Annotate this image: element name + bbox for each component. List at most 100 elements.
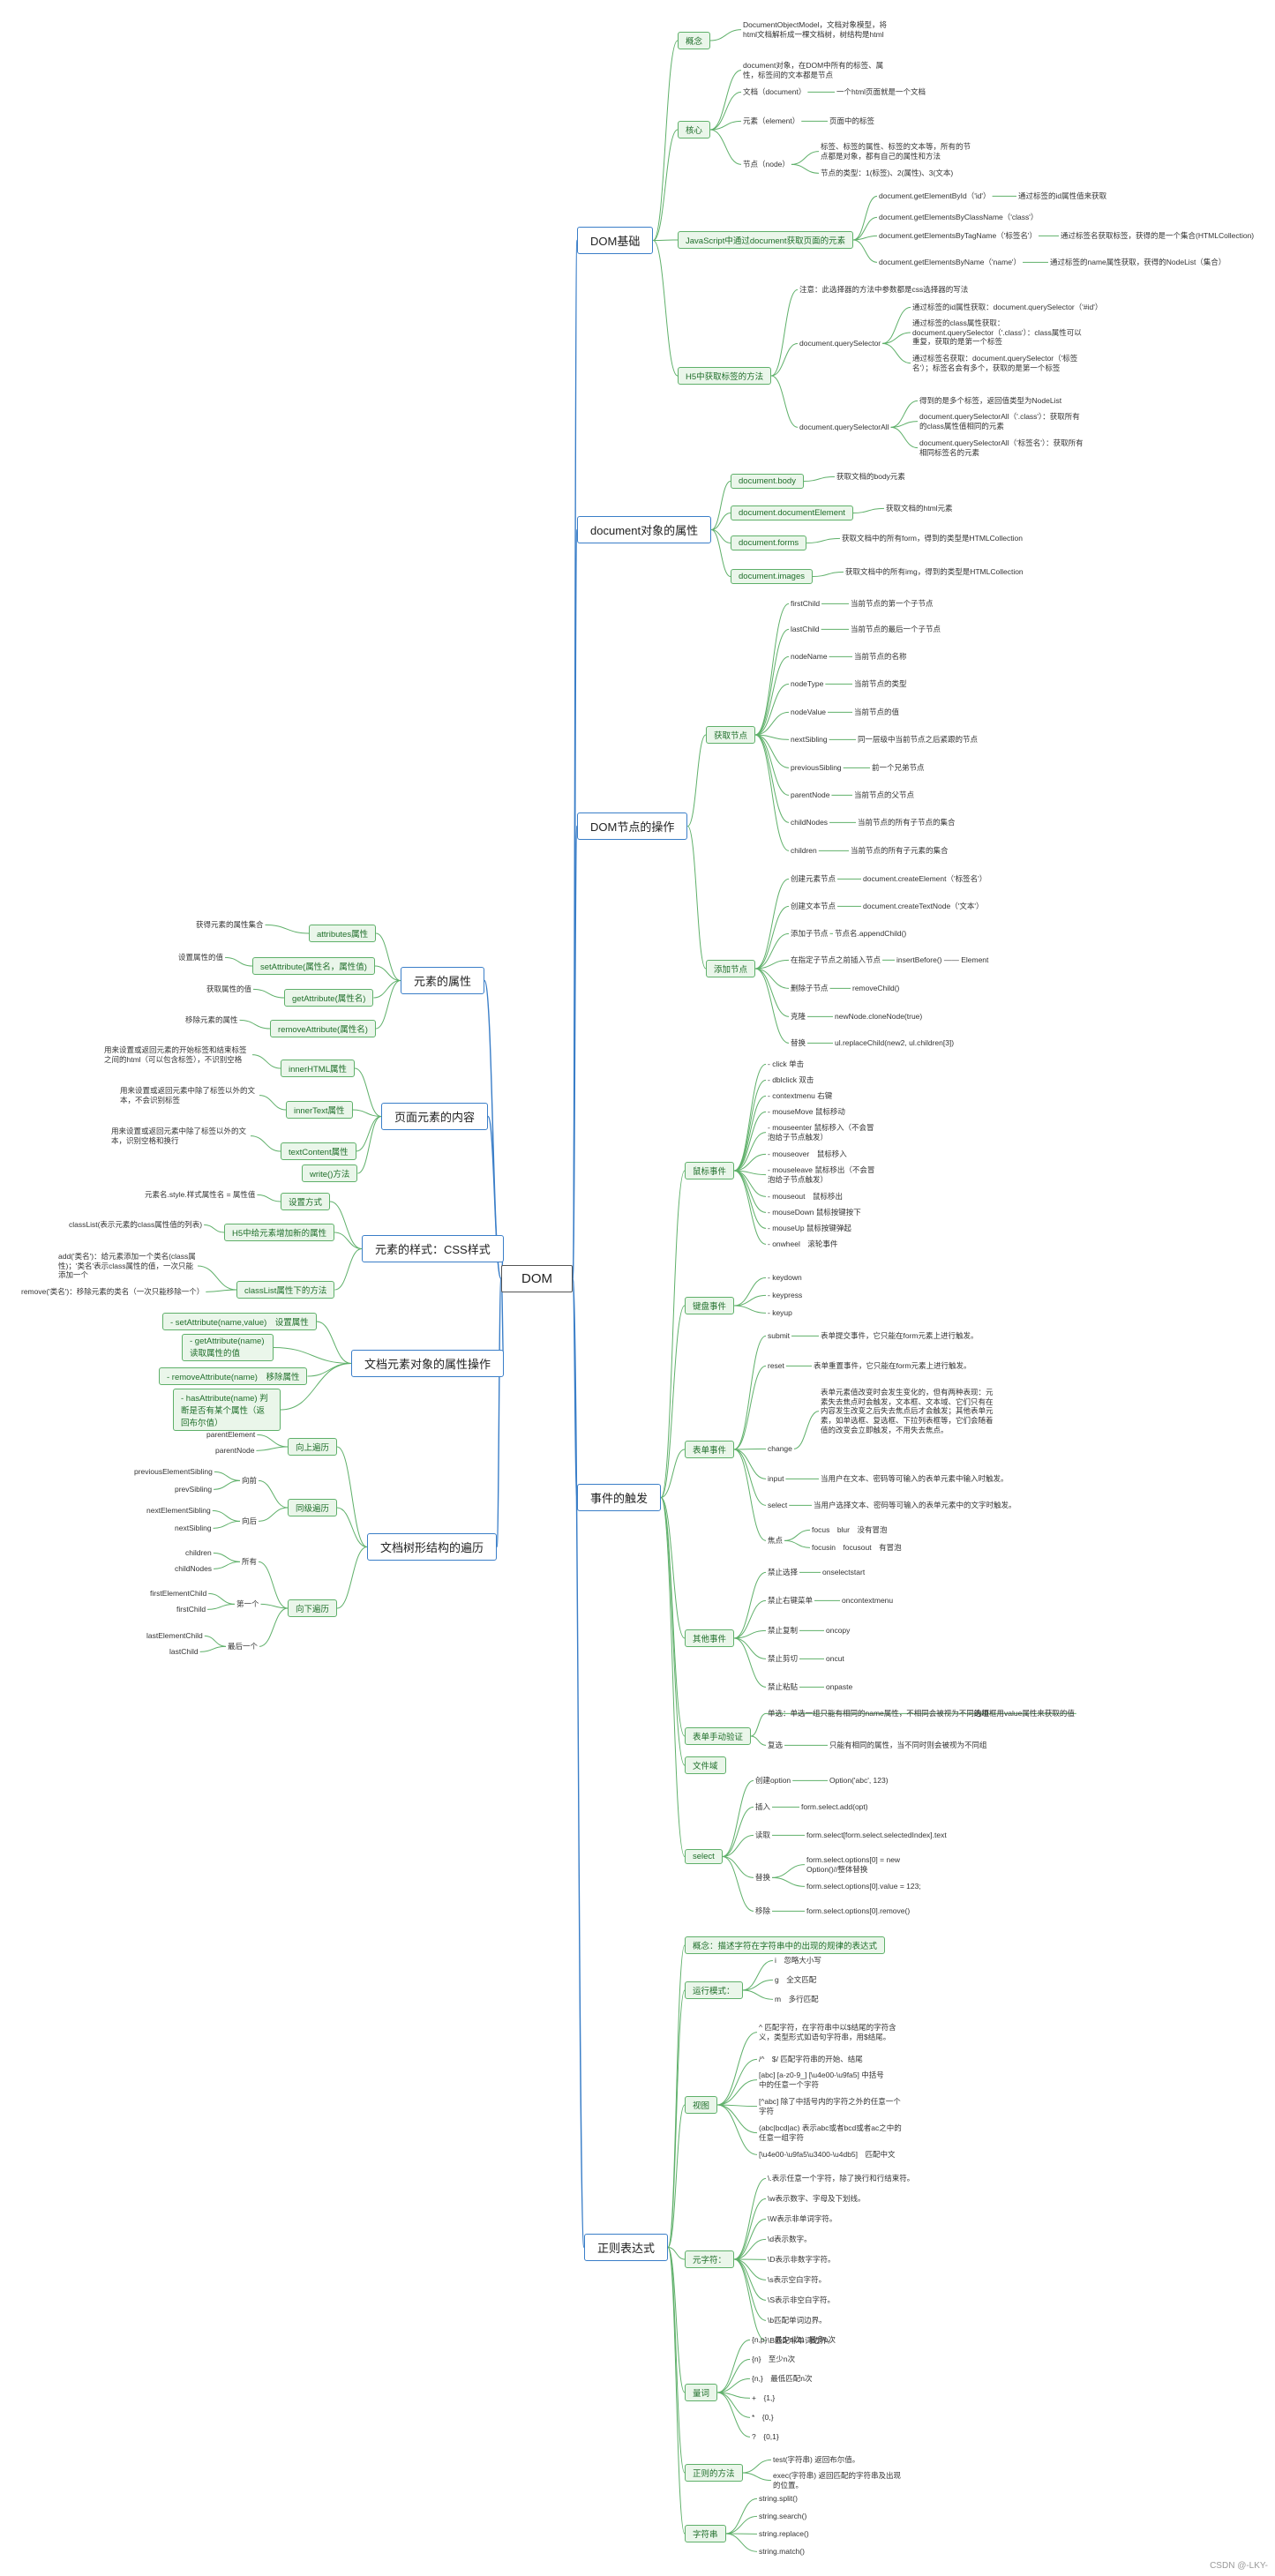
sub-h5-classlist[interactable]: H5中给元素增加新的属性 — [224, 1224, 335, 1241]
sub-remove-attribute[interactable]: removeAttribute(属性名) — [270, 1020, 376, 1037]
sub-doc-forms[interactable]: document.forms — [731, 535, 807, 550]
topic-document-props[interactable]: document对象的属性 — [577, 516, 712, 543]
sub-style-setting[interactable]: 设置方式 — [281, 1193, 331, 1210]
leaf-string-match: string.match() — [759, 2547, 805, 2556]
sub-get-nodes[interactable]: 获取节点 — [706, 726, 756, 744]
sub-set-attribute[interactable]: setAttribute(属性名，属性值) — [252, 957, 375, 975]
sub-innerhtml[interactable]: innerHTML属性 — [281, 1060, 355, 1077]
sub-traverse-sibling[interactable]: 同级遍历 — [288, 1499, 338, 1516]
sub-traverse-down[interactable]: 向下遍历 — [288, 1599, 338, 1617]
topic-regex[interactable]: 正则表达式 — [584, 2234, 669, 2261]
leaf-clone-code: newNode.cloneNode(true) — [835, 1012, 923, 1021]
sub-innertext[interactable]: innerText属性 — [286, 1101, 353, 1119]
sub-h5-methods[interactable]: H5中获取标签的方法 — [678, 367, 772, 385]
sub-get-attr-op[interactable]: - getAttribute(name) 读取属性的值 — [182, 1334, 274, 1361]
sub-classlist-methods[interactable]: classList属性下的方法 — [236, 1281, 335, 1299]
sub-mouse-events[interactable]: 鼠标事件 — [685, 1162, 735, 1179]
sub-select[interactable]: select — [685, 1849, 723, 1864]
sub-doc-body[interactable]: document.body — [731, 474, 804, 489]
leaf-lastchild: lastChild — [791, 625, 820, 633]
sub-has-attr-op[interactable]: - hasAttribute(name) 判断是否有某个属性（返回布尔值） — [173, 1389, 281, 1431]
leaf-getbyname: document.getElementsByName（'name'） — [879, 258, 1022, 266]
leaf-parent-node: parentNode — [215, 1446, 255, 1455]
leaf-insert-before: 在指定子节点之前插入节点 — [791, 955, 881, 964]
topic-element-content[interactable]: 页面元素的内容 — [381, 1103, 489, 1130]
leaf-meta-W: \W表示非单词字符。 — [768, 2214, 837, 2223]
leaf-qsa-nodelist: 得到的是多个标签，返回值类型为NodeList — [919, 396, 1062, 405]
sub-write-method[interactable]: write()方法 — [302, 1164, 358, 1182]
leaf-childnodes-desc: 当前节点的所有子节点的集合 — [858, 818, 956, 827]
leaf-string-split: string.split() — [759, 2494, 798, 2503]
leaf-meta-d: \d表示数字。 — [768, 2235, 812, 2243]
topic-element-attrs[interactable]: 元素的属性 — [401, 967, 485, 994]
leaf-no-contextmenu: 禁止右键菜单 — [768, 1596, 814, 1605]
leaf-firstchild: firstChild — [791, 599, 821, 608]
leaf-get-attribute-desc: 获取属性的值 — [206, 985, 252, 993]
leaf-first-element-child: firstElementChild — [150, 1589, 207, 1598]
leaf-q-plus: + {1,} — [752, 2393, 776, 2402]
sub-metachars[interactable]: 元字符： — [685, 2250, 735, 2268]
leaf-getbyid-desc: 通过标签的id属性值来获取 — [1018, 191, 1107, 200]
leaf-clone: 克隆 — [791, 1012, 806, 1021]
sub-regex-view[interactable]: 视图 — [685, 2096, 718, 2114]
watermark: CSDN @-LKY- — [1210, 2561, 1268, 2571]
leaf-input: input — [768, 1474, 784, 1483]
sub-concept[interactable]: 概念 — [678, 32, 711, 49]
sub-other-events[interactable]: 其他事件 — [685, 1629, 735, 1647]
leaf-mouseout: - mouseout 鼠标移出 — [768, 1192, 844, 1201]
leaf-read-option-code: form.select[form.select.selectedIndex].t… — [806, 1831, 947, 1839]
sub-get-elements[interactable]: JavaScript中通过document获取页面的元素 — [678, 231, 854, 249]
sub-form-events[interactable]: 表单事件 — [685, 1441, 735, 1458]
leaf-mousedown: - mouseDown 鼠标按键按下 — [768, 1208, 861, 1217]
topic-dom-basics[interactable]: DOM基础 — [577, 227, 654, 254]
sub-doc-element[interactable]: document.documentElement — [731, 505, 853, 520]
leaf-create-text: 创建文本节点 — [791, 902, 836, 910]
sub-textcontent[interactable]: textContent属性 — [281, 1142, 356, 1160]
leaf-sibling-backward: 向后 — [242, 1516, 258, 1525]
leaf-nodevalue-desc: 当前节点的值 — [854, 708, 900, 716]
leaf-oncopy: oncopy — [826, 1626, 851, 1635]
leaf-meta-S: \S表示非空白字符。 — [768, 2295, 836, 2304]
sub-regex-concept[interactable]: 概念：描述字符在字符串中的出现的规律的表达式 — [685, 1936, 886, 1954]
leaf-view-bracket: [abc] [a-z0-9_] [\u4e00-\u9fa5] 中括号中的任意一… — [759, 2071, 884, 2089]
leaf-submit-desc: 表单提交事件，它只能在form元素上进行触发。 — [821, 1331, 979, 1340]
sub-file-field[interactable]: 文件域 — [685, 1756, 726, 1774]
leaf-no-select: 禁止选择 — [768, 1568, 799, 1576]
sub-set-attr-op[interactable]: - setAttribute(name,value) 设置属性 — [162, 1313, 317, 1330]
leaf-document: 文档（document） — [743, 87, 806, 96]
sub-get-attribute[interactable]: getAttribute(属性名) — [284, 989, 374, 1007]
sub-string[interactable]: 字符串 — [685, 2525, 726, 2542]
sub-run-modes[interactable]: 运行模式： — [685, 1981, 743, 1999]
sub-core[interactable]: 核心 — [678, 121, 711, 139]
leaf-replace-code: ul.replaceChild(new2, ul.children[3]) — [835, 1038, 955, 1047]
topic-attr-ops[interactable]: 文档元素对象的属性操作 — [351, 1350, 505, 1377]
sub-traverse-up[interactable]: 向上遍历 — [288, 1438, 338, 1456]
sub-manual-validate[interactable]: 表单手动验证 — [685, 1727, 752, 1745]
leaf-radio-validate: 单选：单选一组只能有相同的name属性，不相同会被视为不同的组 — [768, 1709, 989, 1718]
sub-remove-attr-op[interactable]: - removeAttribute(name) 移除属性 — [159, 1367, 308, 1385]
root-node[interactable]: DOM — [501, 1265, 573, 1292]
sub-regex-methods[interactable]: 正则的方法 — [685, 2464, 743, 2482]
leaf-click: - click 单击 — [768, 1060, 805, 1068]
topic-element-style[interactable]: 元素的样式：CSS样式 — [362, 1235, 504, 1262]
leaf-childnodes: childNodes — [791, 818, 829, 827]
topic-events[interactable]: 事件的触发 — [577, 1484, 662, 1511]
leaf-insert-option-code: form.select.add(opt) — [801, 1802, 868, 1811]
topic-tree-traversal[interactable]: 文档树形结构的遍历 — [367, 1533, 498, 1561]
leaf-qsa-tag: document.querySelectorAll（'标签名'）：获取所有相同标… — [919, 438, 1084, 457]
sub-keyboard-events[interactable]: 键盘事件 — [685, 1297, 735, 1314]
leaf-submit: submit — [768, 1331, 791, 1340]
leaf-getbyclass: document.getElementsByClassName（'class'） — [879, 213, 1039, 221]
sub-quantifiers[interactable]: 量词 — [685, 2384, 718, 2401]
leaf-oncontextmenu: oncontextmenu — [842, 1596, 894, 1605]
leaf-node: 节点（node） — [743, 160, 790, 168]
leaf-contextmenu: - contextmenu 右键 — [768, 1091, 833, 1100]
sub-doc-images[interactable]: document.images — [731, 569, 813, 584]
leaf-last-element-child: lastElementChild — [146, 1631, 203, 1640]
topic-node-ops[interactable]: DOM节点的操作 — [577, 812, 688, 840]
sub-add-nodes[interactable]: 添加节点 — [706, 960, 756, 977]
leaf-style-setting-desc: 元素名.style.样式属性名 = 属性值 — [145, 1190, 256, 1199]
leaf-first-child: firstChild — [176, 1605, 206, 1614]
sub-attributes[interactable]: attributes属性 — [309, 925, 377, 942]
